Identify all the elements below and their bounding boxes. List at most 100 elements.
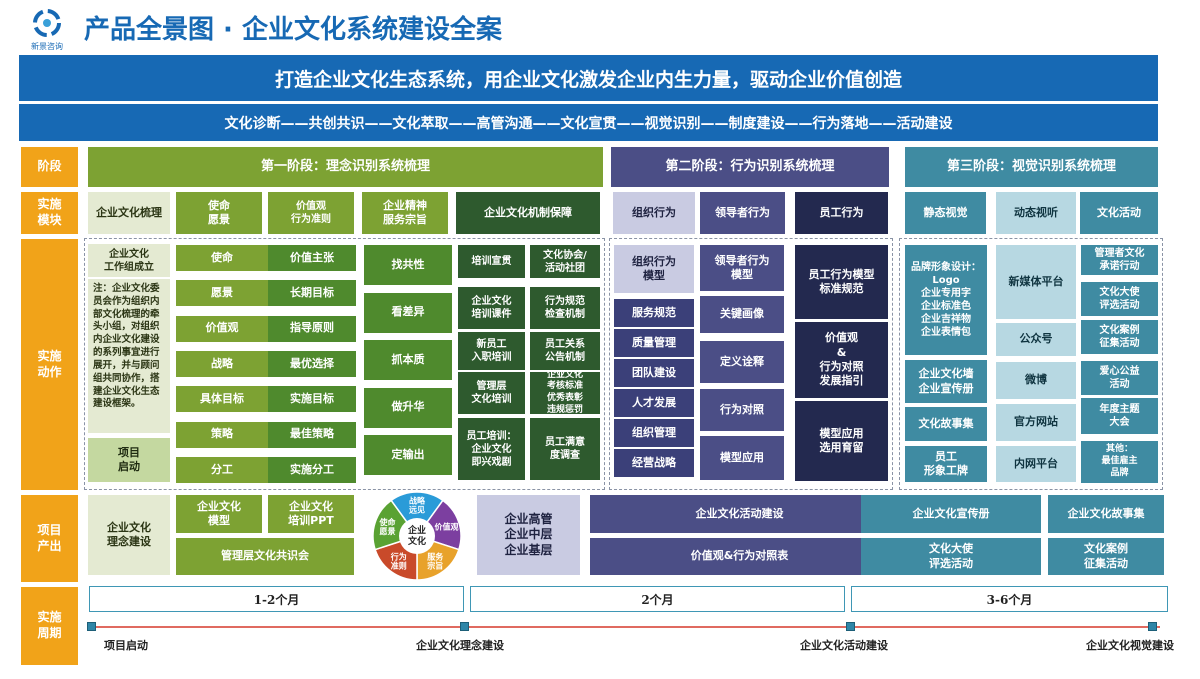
wheel-label: 使命愿景 <box>379 517 397 536</box>
mechanism-item: 员工培训： 企业文化 即兴戏剧 <box>458 418 525 480</box>
org-behavior-item: 人才发展 <box>614 389 694 417</box>
leader-behavior-item: 领导者行为 模型 <box>700 245 784 291</box>
stage-1-action-region <box>84 238 605 490</box>
media-item: 公众号 <box>996 323 1076 356</box>
pair-right: 价值主张 <box>268 245 356 271</box>
milestone-label: 企业文化视觉建设 <box>1086 639 1174 652</box>
row-label-stage: 阶段 <box>21 147 78 187</box>
setup-title: 企业文化 工作组成立 <box>88 244 170 277</box>
pair-right: 实施目标 <box>268 386 356 413</box>
activity-item: 年度主题 大会 <box>1081 398 1158 434</box>
stage-2-action-region <box>609 238 893 490</box>
milestone-label: 企业文化活动建设 <box>800 639 888 652</box>
output-concept: 企业文化 理念建设 <box>88 495 170 575</box>
module-values: 价值观 行为准则 <box>268 192 354 234</box>
pair-left: 价值观 <box>176 315 268 342</box>
static-visual-item: 文化故事集 <box>905 407 987 441</box>
org-behavior-item: 质量管理 <box>614 329 694 357</box>
output-cases: 文化案例 征集活动 <box>1048 538 1164 575</box>
stage-3-header: 第三阶段：视觉识别系统梳理 <box>905 147 1158 187</box>
pair-right: 指导原则 <box>268 315 356 342</box>
mechanism-item: 新员工 入职培训 <box>458 332 525 370</box>
org-behavior-model: 组织行为 模型 <box>614 245 694 293</box>
pair-left: 具体目标 <box>176 386 268 413</box>
module-static-visual: 静态视觉 <box>905 192 986 234</box>
output-activity: 企业文化活动建设 <box>590 495 889 533</box>
period-2: 2个月 <box>470 586 845 612</box>
refine-step: 定输出 <box>364 435 452 475</box>
output-compare: 价值观&行为对照表 <box>590 538 889 575</box>
milestone-label: 企业文化理念建设 <box>416 639 504 652</box>
milestone-label: 项目启动 <box>104 639 148 652</box>
module-activities: 文化活动 <box>1080 192 1158 234</box>
leader-behavior-item: 模型应用 <box>700 436 784 480</box>
refine-step: 抓本质 <box>364 340 452 380</box>
mechanism-item: 文化协会/ 活动社团 <box>530 245 600 278</box>
module-org-behavior: 组织行为 <box>613 192 695 234</box>
pair-right: 长期目标 <box>268 280 356 307</box>
milestone-marker <box>1148 622 1157 631</box>
activity-item: 文化大使 评选活动 <box>1081 282 1158 316</box>
module-staff-behavior: 员工行为 <box>795 192 888 234</box>
pair-left: 愿景 <box>176 280 268 307</box>
org-behavior-item: 团队建设 <box>614 359 694 387</box>
mechanism-item: 员工关系 公告机制 <box>530 332 600 370</box>
output-ambassador: 文化大使 评选活动 <box>861 538 1041 575</box>
output-ppt: 企业文化 培训PPT <box>268 495 354 533</box>
mechanism-item: 培训宣贯 <box>458 245 525 278</box>
row-label-period: 实施 周期 <box>21 587 78 665</box>
mechanism-item: 员工满意 度调查 <box>530 418 600 480</box>
module-spirit: 企业精神 服务宗旨 <box>362 192 448 234</box>
static-visual-item: 品牌形象设计：Logo 企业专用字 企业标准色 企业吉祥物 企业表情包 <box>905 245 987 355</box>
module-leader-behavior: 领导者行为 <box>700 192 785 234</box>
module-mission-vision: 使命 愿景 <box>176 192 262 234</box>
row-label-module: 实施 模块 <box>21 192 78 234</box>
media-item: 微博 <box>996 362 1076 399</box>
refine-step: 做升华 <box>364 387 452 428</box>
refine-step: 找共性 <box>364 245 452 285</box>
wheel-label: 服务宗旨 <box>427 552 444 571</box>
wheel-label: 行为准则 <box>390 552 407 571</box>
mechanism-item: 管理层 文化培训 <box>458 372 525 414</box>
milestone-marker <box>460 622 469 631</box>
static-visual-item: 员工 形象工牌 <box>905 446 987 482</box>
pair-left: 策略 <box>176 421 268 448</box>
org-behavior-item: 服务规范 <box>614 299 694 327</box>
period-1: 1-2个月 <box>89 586 464 612</box>
stage-2-header: 第二阶段：行为识别系统梳理 <box>611 147 889 187</box>
org-behavior-item: 经营战略 <box>614 449 694 477</box>
milestone-marker <box>87 622 96 631</box>
row-label-action: 实施 动作 <box>21 239 78 490</box>
pair-left: 分工 <box>176 456 268 483</box>
staff-behavior-item: 价值观 & 行为对照 发展指引 <box>795 322 888 398</box>
milestone-marker <box>846 622 855 631</box>
pair-right: 最优选择 <box>268 350 356 377</box>
mission-banner: 打造企业文化生态系统，用企业文化激发企业内生力量，驱动企业价值创造 <box>19 55 1158 101</box>
pair-left: 使命 <box>176 245 268 271</box>
staff-behavior-item: 员工行为模型 标准规范 <box>795 245 888 319</box>
pair-left: 战略 <box>176 350 268 377</box>
setup-note: 注：企业文化委员会作为组织内部文化梳理的牵头小组，对组织内企业文化建设的系列事宜… <box>88 279 170 433</box>
wheel-segment <box>390 491 444 538</box>
pair-right: 实施分工 <box>268 456 356 483</box>
kickoff: 项目 启动 <box>88 438 170 482</box>
activity-item: 文化案例 征集活动 <box>1081 320 1158 354</box>
module-culture-review: 企业文化梳理 <box>88 192 170 234</box>
wheel-center: 企业文化 <box>407 524 426 547</box>
stage-1-header: 第一阶段：理念识别系统梳理 <box>88 147 603 187</box>
mechanism-item: 行为规范 检查机制 <box>530 287 600 329</box>
activity-item: 爱心公益 活动 <box>1081 361 1158 395</box>
refine-step: 看差异 <box>364 292 452 333</box>
static-visual-item: 企业文化墙 企业宣传册 <box>905 360 987 403</box>
leader-behavior-item: 关键画像 <box>700 296 784 333</box>
process-flow: 文化诊断——共创共识——文化萃取——高管沟通——文化宣贯——视觉识别——制度建设… <box>19 104 1158 141</box>
logo-text: 新景咨询 <box>31 42 63 51</box>
output-consensus: 管理层文化共识会 <box>176 538 354 575</box>
output-model: 企业文化 模型 <box>176 495 262 533</box>
mechanism-item: 企业文化 考核标准 优秀表彰 违规惩罚 <box>530 372 600 414</box>
mechanism-item: 企业文化 培训课件 <box>458 287 525 329</box>
period-3: 3-6个月 <box>851 586 1168 612</box>
activity-item: 管理者文化 承诺行动 <box>1081 245 1158 275</box>
leader-behavior-item: 行为对照 <box>700 389 784 431</box>
